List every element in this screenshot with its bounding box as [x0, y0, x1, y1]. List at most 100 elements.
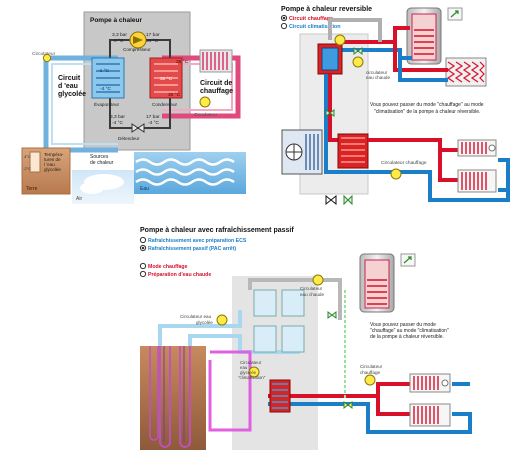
label-expansion-valve: Détendeur: [118, 136, 140, 141]
glycol-temperature-label: Tempéra- tures de l 'eau glycolée: [44, 152, 64, 172]
radio-heating-dot: [282, 16, 286, 20]
borehole-probes: [149, 346, 191, 448]
radiator-zigzag: [446, 61, 485, 83]
passive-exchanger-top-left: [253, 289, 277, 317]
heating-label-line1: Circuit de: [200, 80, 232, 87]
label-evaporator: Évaporateur: [94, 101, 119, 107]
water-waves: [135, 158, 235, 186]
glycol-label-line3: glycolée: [58, 91, 86, 98]
passive-pipe-red: [268, 382, 410, 398]
heat-pump-title: Pompe à chaleur: [90, 17, 142, 24]
label-compressor: Compresseur: [123, 47, 151, 52]
label-cond-mid: 32 °C: [160, 76, 173, 82]
temperature-gauge: [29, 151, 41, 173]
radio-passive-cooling-dot: [141, 246, 145, 250]
reversible-legend[interactable]: Circuit chauffage Circuit climatisation: [280, 14, 341, 30]
label-top-left-temp: 0 °C: [114, 38, 124, 44]
floor-radiator-icon: [199, 49, 233, 73]
passive-label-circ-ecs-1: Circulateur: [300, 286, 323, 291]
passive-exchanger-top-right: [281, 289, 305, 317]
passive-title: Pompe à chaleur avec rafraîchissement pa…: [140, 227, 294, 234]
ecs-circulator-icon: [352, 56, 364, 68]
passive-main-exchanger: [269, 379, 291, 413]
label-condenser: Condenseur: [152, 102, 177, 107]
label-circ-ecs-2: eau chaude: [366, 75, 390, 80]
legend-cooling-circuit: Circuit climatisation: [289, 24, 341, 30]
passive-tank-coil: [367, 279, 387, 305]
passive-label-circ-glycol-2: glycolée: [196, 320, 213, 325]
reversible-title: Pompe à chaleur reversible: [281, 6, 372, 13]
radio-heating-mode[interactable]: [139, 262, 147, 270]
pipe-blue-top: [340, 48, 412, 60]
valve-icon-2: [325, 109, 335, 117]
label-circulator-right: Circulateur: [194, 112, 218, 118]
temp-scale-bottom: -2°C: [23, 166, 31, 171]
label-top-right-pressure: 17 bar: [146, 32, 160, 38]
passive-valve-1: [343, 401, 353, 409]
panel-heat-pump: Pompe à chaleur 3,3 bar 0 °C 17 bar 34 °…: [21, 11, 246, 204]
heating-loop-inner: [162, 63, 233, 111]
label-air: Air: [76, 196, 82, 202]
passive-ecs-circulator-icon: [312, 274, 324, 286]
label-terre: Terre: [26, 186, 38, 192]
valve-icon-bottom: [325, 194, 337, 206]
pipe-blue-bottom: [368, 158, 510, 202]
label-top-left-pressure: 3,3 bar: [112, 32, 127, 38]
temp-scale-top: 4°C: [24, 154, 31, 159]
label-bot-left-temp: -4 °C: [112, 120, 124, 126]
passive-label-circ-clim-1: Circulateur: [240, 360, 262, 365]
legend-cooling-ecs: Rafraîchissement avec préparation ECS: [148, 238, 247, 244]
mid-exchanger: [337, 133, 369, 169]
glycol-label-line2: d 'eau: [58, 83, 78, 90]
passive-tank-inner: [364, 259, 390, 309]
radio-cooling-ecs[interactable]: [139, 236, 147, 244]
label-circ-ecs-1: circulateur: [366, 70, 388, 75]
passive-tank-arrow: [403, 256, 412, 264]
circulator-left-icon: [42, 53, 52, 63]
passive-note-line1: Vous pouvez passer du mode: [370, 322, 436, 328]
passive-note: Vous pouvez passer du mode "chauffage" a…: [370, 322, 449, 340]
ground-borehole-block: [140, 346, 206, 450]
radiator-1: [457, 139, 497, 157]
passive-exchanger-mid-right: [281, 325, 305, 353]
passive-pipe-red-2: [376, 396, 410, 416]
evaporator-coil: [96, 63, 120, 93]
label-evap-out: -4 °C: [100, 86, 112, 92]
pipe-blue-mid: [324, 74, 380, 174]
passive-radiator-1: [409, 373, 451, 393]
label-bot-right-pressure: 17 bar: [146, 114, 160, 120]
valve-icon-bottom-2: [343, 194, 353, 206]
label-evap-in: -1 °C: [98, 68, 110, 74]
legend-passive-cooling: Rafraîchissement passif (PAC arrêt): [148, 246, 236, 252]
passive-label-circ-clim-4: "climatisation": [238, 375, 266, 380]
passive-label-circ-ecs-2: eau chaude: [300, 292, 324, 297]
passive-heating-circulator-icon: [364, 374, 376, 386]
pipe-red-bottom: [368, 138, 458, 152]
compressor-symbol: [133, 36, 143, 44]
glycol-circuit-label: Circuit d 'eau glycolée: [58, 75, 86, 98]
passive-legend-top[interactable]: Rafraîchissement avec préparation ECS Ra…: [139, 236, 247, 252]
radio-cooling-circuit[interactable]: [280, 22, 288, 30]
fan-coil-unit: [281, 129, 323, 175]
temp-label-line1: Tempéra-: [44, 152, 64, 157]
passive-valve-2: [327, 311, 337, 319]
passive-exchanger-mid-left: [253, 325, 277, 353]
label-bot-right-temp: -4 °C: [148, 120, 160, 126]
passive-legend-bottom[interactable]: Mode chauffage Préparation d'eau chaude: [139, 262, 211, 278]
valve-icon-1: [353, 47, 363, 55]
legend-heating-circuit: Circuit chauffage: [289, 16, 333, 22]
heating-circulator-icon: [390, 168, 402, 180]
label-cond-out: 30 °C: [168, 92, 181, 98]
label-circulator-left: Circulateur: [32, 51, 56, 57]
heating-circuit-label: Circuit de chauffage: [200, 80, 233, 95]
radio-hot-water[interactable]: [139, 270, 147, 278]
top-circulator-icon: [334, 34, 346, 46]
cloud-icon-2: [80, 182, 104, 194]
reversible-note: Vous pouvez passer du mode "chauffage" a…: [370, 102, 484, 115]
tank-coil: [414, 29, 434, 55]
label-top-right-temp: 34 °C: [146, 38, 159, 44]
heating-label-line2: chauffage: [200, 88, 233, 95]
label-sources-chaleur-2: de chaleur: [90, 160, 114, 166]
top-exchanger-blue: [321, 47, 339, 71]
